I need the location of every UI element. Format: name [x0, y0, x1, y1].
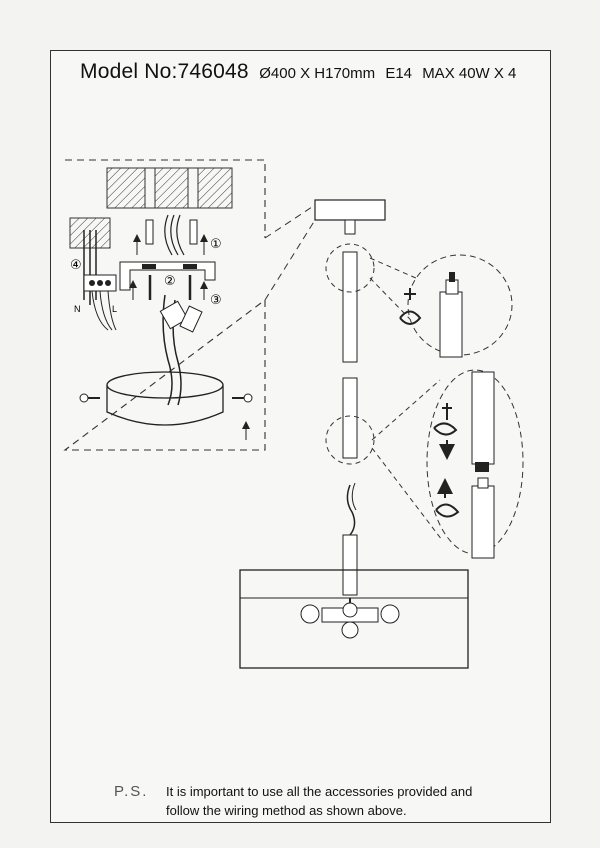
socket-spec: E14: [385, 65, 413, 82]
ps-line-2: follow the wiring method as shown above.: [166, 803, 407, 818]
step-two-label: ②: [164, 274, 176, 289]
wattage-spec: MAX 40W X 4: [422, 65, 517, 82]
socket-cluster: [300, 602, 400, 639]
model-number: Model No:746048: [80, 60, 249, 83]
live-label: L: [112, 304, 117, 314]
step-one-label: ①: [210, 237, 222, 252]
wire-connector: [159, 300, 189, 330]
mounting-detail-box: [63, 159, 266, 451]
wall-plug-right: [189, 219, 198, 245]
specs: Ø400 X H170mm E14 MAX 40W X 4: [259, 65, 522, 82]
ceiling-hatch: [106, 167, 233, 209]
sheet-header: Model No:746048 Ø400 X H170mm E14 MAX 40…: [80, 60, 522, 84]
ps-note: P.S. It is important to use all the acce…: [114, 782, 473, 820]
canopy-top: [106, 371, 224, 399]
rod-upper: [342, 251, 358, 363]
ps-line-1: It is important to use all the accessori…: [166, 784, 473, 799]
step-four-label: ④: [70, 258, 82, 273]
rod-lower: [342, 534, 358, 596]
neutral-label: N: [74, 304, 81, 314]
rod-middle: [342, 377, 358, 459]
ps-label: P.S.: [114, 783, 149, 800]
drum-shade: [239, 569, 469, 669]
step-three-label: ③: [210, 293, 222, 308]
wall-plug-left: [145, 219, 154, 245]
dimensions-spec: Ø400 X H170mm: [259, 65, 376, 82]
ceiling-canopy: [314, 199, 386, 221]
